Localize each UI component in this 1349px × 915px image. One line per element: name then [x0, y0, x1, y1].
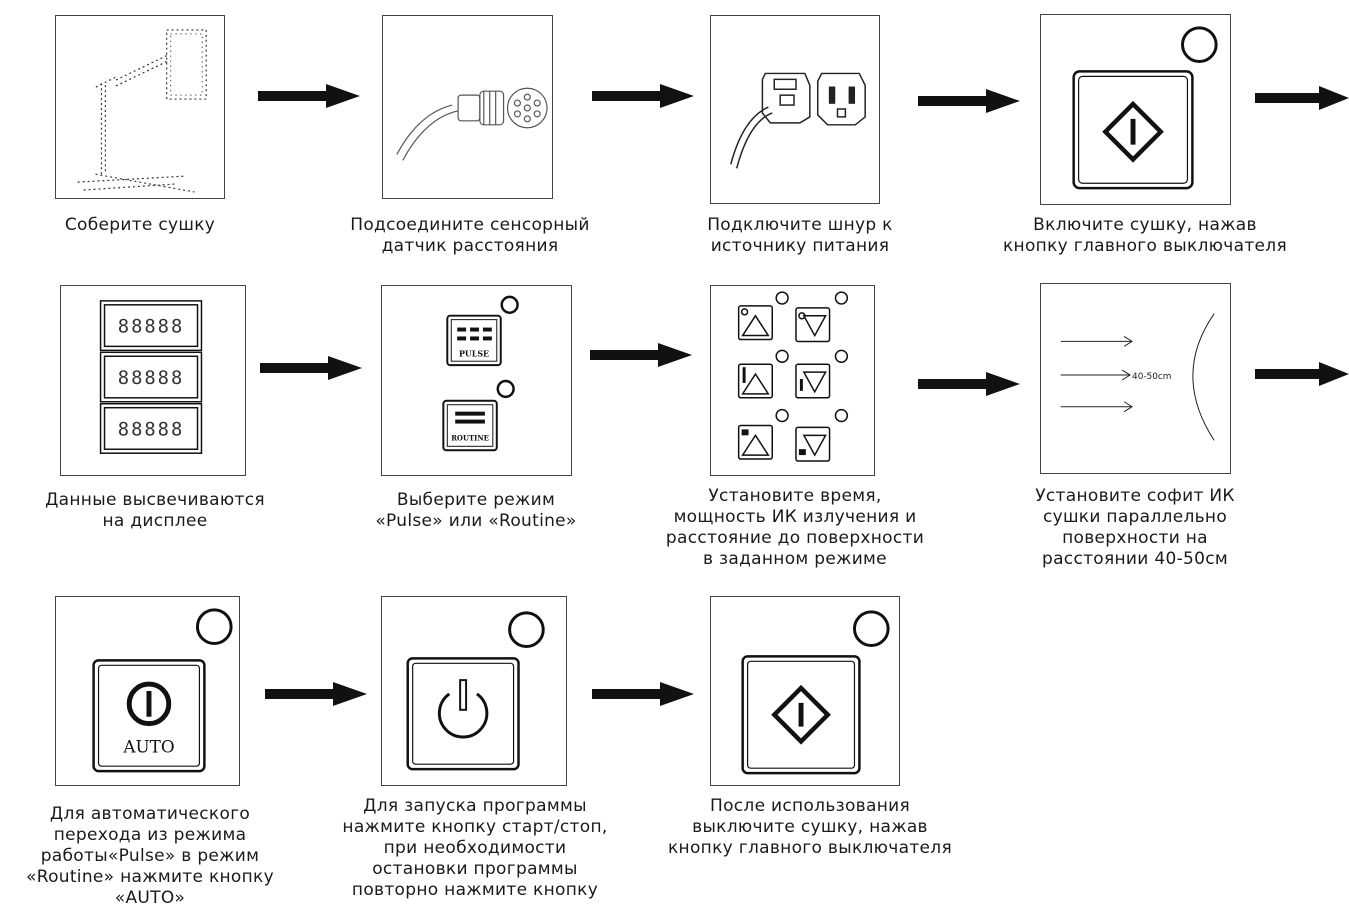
display-row-2: 88888 [118, 368, 184, 389]
step-1-caption: Соберите сушку [64, 215, 216, 235]
step-6-image: PULSE ROUTINE [381, 285, 572, 476]
step-3-image [710, 15, 880, 204]
arrow-5 [260, 356, 362, 380]
routine-label: ROUTINE [451, 434, 489, 442]
mode-select-icon: PULSE ROUTINE [442, 295, 519, 452]
sensor-connector-icon [396, 87, 548, 161]
arrow-1 [258, 84, 360, 108]
step-9-image: AUTO [55, 596, 240, 786]
step-6-caption: Выберите режим«Pulse» или «Routine» [375, 490, 577, 531]
arrow-2 [592, 84, 694, 108]
power-plug-icon [730, 72, 866, 169]
display-icon: 88888 88888 88888 [99, 300, 203, 454]
step-10-image [381, 596, 567, 786]
step-2-image [382, 15, 553, 199]
step-4-image [1040, 14, 1231, 205]
arrow-3 [918, 89, 1020, 113]
step-8-image: 40-50cm [1040, 283, 1231, 474]
auto-label: AUTO [122, 736, 174, 756]
step-5-image: 88888 88888 88888 [60, 285, 246, 476]
display-row-1: 88888 [118, 317, 184, 338]
arrow-7 [918, 372, 1020, 396]
display-row-3: 88888 [118, 419, 184, 440]
pulse-label: PULSE [459, 349, 489, 358]
dryer-stand-icon [77, 29, 207, 193]
settings-panel-icon [737, 291, 849, 462]
auto-button-icon: AUTO [92, 608, 233, 773]
distance-label: 40-50cm [1132, 372, 1171, 382]
arrow-8 [1255, 362, 1349, 386]
arrow-10 [592, 682, 694, 706]
arrow-6 [590, 343, 692, 367]
step-11-image [710, 596, 900, 786]
step-7-caption: Установите время,мощность ИК излучения и… [665, 486, 925, 569]
distance-icon: 40-50cm [1060, 313, 1215, 441]
main-switch-icon [1072, 26, 1218, 190]
start-stop-button-icon [406, 611, 545, 771]
step-1-image [55, 15, 225, 199]
arrow-4 [1255, 86, 1349, 110]
step-7-image [710, 285, 875, 476]
arrow-9 [265, 682, 367, 706]
main-switch-off-icon [741, 610, 890, 775]
